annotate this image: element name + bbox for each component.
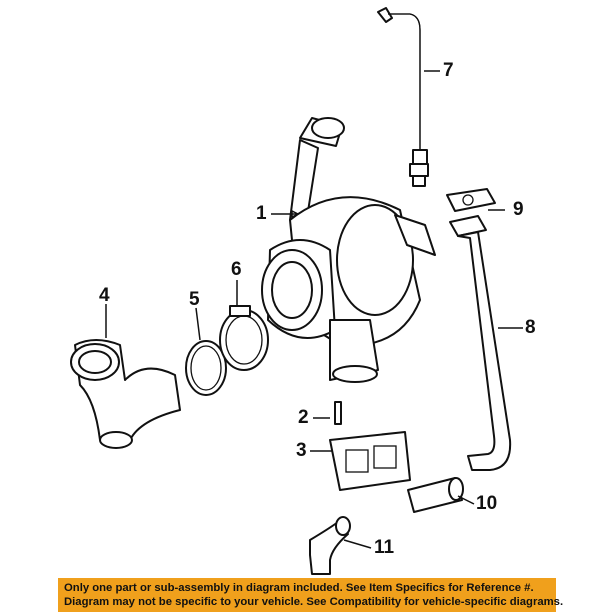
elbow-hose-part xyxy=(309,521,349,575)
callout-8: 8 xyxy=(525,317,536,338)
callout-4: 4 xyxy=(99,285,110,306)
callout-7: 7 xyxy=(443,60,454,81)
turbocharger-part xyxy=(261,117,436,383)
clamp-part xyxy=(219,309,269,371)
callout-10: 10 xyxy=(476,493,498,514)
seal-ring-part xyxy=(185,340,227,396)
oil-drain-tube-part xyxy=(449,215,512,471)
callout-9: 9 xyxy=(513,199,524,220)
disclaimer-line-1: Only one part or sub-assembly in diagram… xyxy=(64,582,534,594)
callout-3: 3 xyxy=(296,440,307,461)
oil-feed-tube-part xyxy=(377,7,429,187)
leader-lines xyxy=(105,70,523,549)
drain-gasket-part xyxy=(446,188,496,212)
disclaimer-banner: Only one part or sub-assembly in diagram… xyxy=(58,578,564,612)
elbow-part xyxy=(70,339,181,449)
callout-2: 2 xyxy=(298,407,309,428)
stud-part xyxy=(334,401,342,425)
disclaimer-line-2: Diagram may not be specific to your vehi… xyxy=(64,596,564,608)
callout-6: 6 xyxy=(231,259,242,280)
callout-1: 1 xyxy=(256,203,267,224)
callout-11: 11 xyxy=(374,537,395,558)
callout-5: 5 xyxy=(189,289,200,310)
gasket-part xyxy=(329,431,411,491)
